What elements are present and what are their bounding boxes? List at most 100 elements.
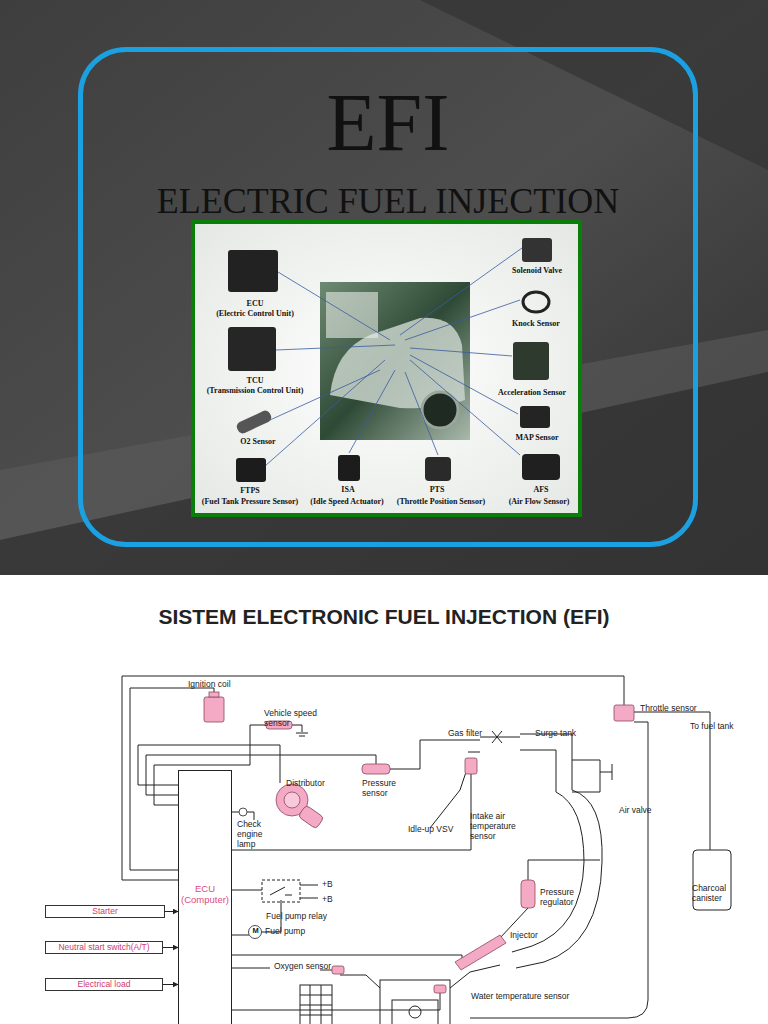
part-caption: (Transmission Control Unit) (193, 386, 317, 395)
part-caption: (Throttle Position Sensor) (386, 497, 496, 506)
part-caption: (Air Flow Sensor) (501, 497, 577, 506)
map-icon (520, 406, 550, 428)
injector (455, 935, 506, 970)
input-label: Neutral start switch(A/T) (46, 942, 162, 952)
part-label: Surge tank (535, 729, 595, 739)
leader-lines (265, 248, 522, 466)
leader-line (349, 370, 395, 453)
picture-frame (193, 222, 580, 515)
signal-arrow (163, 947, 178, 948)
part-label: Pressure sensor (362, 779, 400, 799)
distributor-rotor (284, 792, 300, 808)
part-caption: ECU (225, 299, 285, 308)
leader-line (400, 248, 522, 335)
pressure-sensor (362, 764, 390, 774)
leader-line (410, 348, 512, 356)
throttle-body (572, 760, 600, 792)
part-caption: AFS (511, 485, 571, 494)
schematic-components (204, 692, 634, 993)
slide-background (0, 0, 768, 575)
ftps-icon (236, 458, 266, 482)
distributor-cap (298, 805, 324, 829)
part-caption: Knock Sensor (491, 319, 581, 328)
part-caption: PTS (407, 485, 467, 494)
fuel-pump-motor (249, 926, 262, 939)
leader-line (410, 355, 518, 414)
ground-symbol (296, 733, 308, 736)
part-label: Fuel pump (265, 927, 315, 937)
slide-heading: SISTEM ELECTRONIC FUEL INJECTION (EFI) (0, 605, 768, 629)
part-caption: (Fuel Tank Pressure Sensor) (195, 497, 305, 506)
fuel-pump-relay (262, 880, 300, 902)
water-temperature-sensor (434, 985, 446, 993)
leader-line (405, 300, 520, 340)
part-label: Vehicle speed sensor (264, 709, 322, 729)
knock-icon (523, 292, 549, 312)
leader-line (276, 345, 395, 350)
part-caption: Acceleration Sensor (482, 388, 582, 397)
part-label: Charcoal canister (692, 884, 742, 904)
engine-piston (392, 1000, 438, 1024)
part-label: Air valve (619, 806, 669, 816)
part-label: Gas filter (448, 729, 498, 739)
signal-arrow (163, 984, 178, 985)
leader-line (410, 360, 520, 455)
part-caption: TCU (225, 376, 285, 385)
motor-symbol-letter: M (251, 927, 260, 936)
part-label: Water temperature sensor (471, 992, 601, 1002)
input-label: Starter (46, 906, 164, 916)
wire (232, 955, 462, 962)
afs-icon (522, 454, 560, 480)
input-box: Starter (45, 905, 165, 918)
oxygen-sensor (332, 966, 344, 974)
part-label: Distributor (286, 779, 346, 789)
part-caption: (Idle Speed Actuator) (297, 497, 397, 506)
pts-icon (425, 457, 451, 481)
fuel-line (528, 860, 600, 880)
part-caption: MAP Sensor (497, 433, 577, 442)
input-box: Neutral start switch(A/T) (45, 941, 163, 954)
input-box: Electrical load (45, 978, 163, 991)
part-label: Ignition coil (188, 680, 258, 690)
wire (232, 993, 440, 1010)
relay-switch (270, 887, 292, 895)
ecu-box: ECU (Computer) (178, 770, 232, 1024)
gas-filter-symbol (480, 731, 520, 743)
part-caption: (Electric Control Unit) (193, 309, 317, 318)
part-label: Pressure regulator (540, 888, 590, 908)
signal-arrow (165, 911, 178, 912)
leader-line (405, 372, 438, 455)
ignition-coil (204, 697, 224, 722)
part-label: Fuel pump relay (266, 912, 346, 922)
intake-manifold (512, 750, 584, 952)
catalyst-grid (300, 985, 332, 1024)
car-caption-panel (326, 292, 378, 338)
part-caption: Solenoid Valve (492, 266, 582, 275)
fuel-return-line (470, 722, 648, 1018)
throttle-sensor (614, 705, 634, 721)
part-label: Check engine lamp (237, 820, 269, 849)
ignition-coil-cap (209, 692, 219, 697)
piston-pin (409, 1006, 421, 1018)
solenoid-icon (522, 238, 552, 262)
tcu-icon (228, 327, 276, 371)
engine-cylinder (380, 980, 450, 1024)
pressure-regulator (521, 880, 535, 908)
car-photo (320, 282, 470, 440)
wire (232, 885, 318, 898)
fuel-tank-line (634, 712, 710, 850)
part-caption: O2 Sensor (218, 437, 298, 446)
air-valve (600, 764, 612, 780)
exhaust-catalyst (300, 985, 332, 1024)
slide-subtitle: ELECTRIC FUEL INJECTION (83, 183, 693, 219)
part-label: Idle-up VSV (408, 825, 468, 835)
part-caption: FTPS (220, 486, 280, 495)
leader-line (265, 360, 385, 466)
slide-title: EFI (83, 82, 693, 164)
check-engine-lamp (239, 808, 247, 816)
slide-band (420, 0, 768, 170)
wire (232, 774, 471, 850)
part-label: +B (322, 895, 342, 905)
wire (292, 725, 302, 732)
